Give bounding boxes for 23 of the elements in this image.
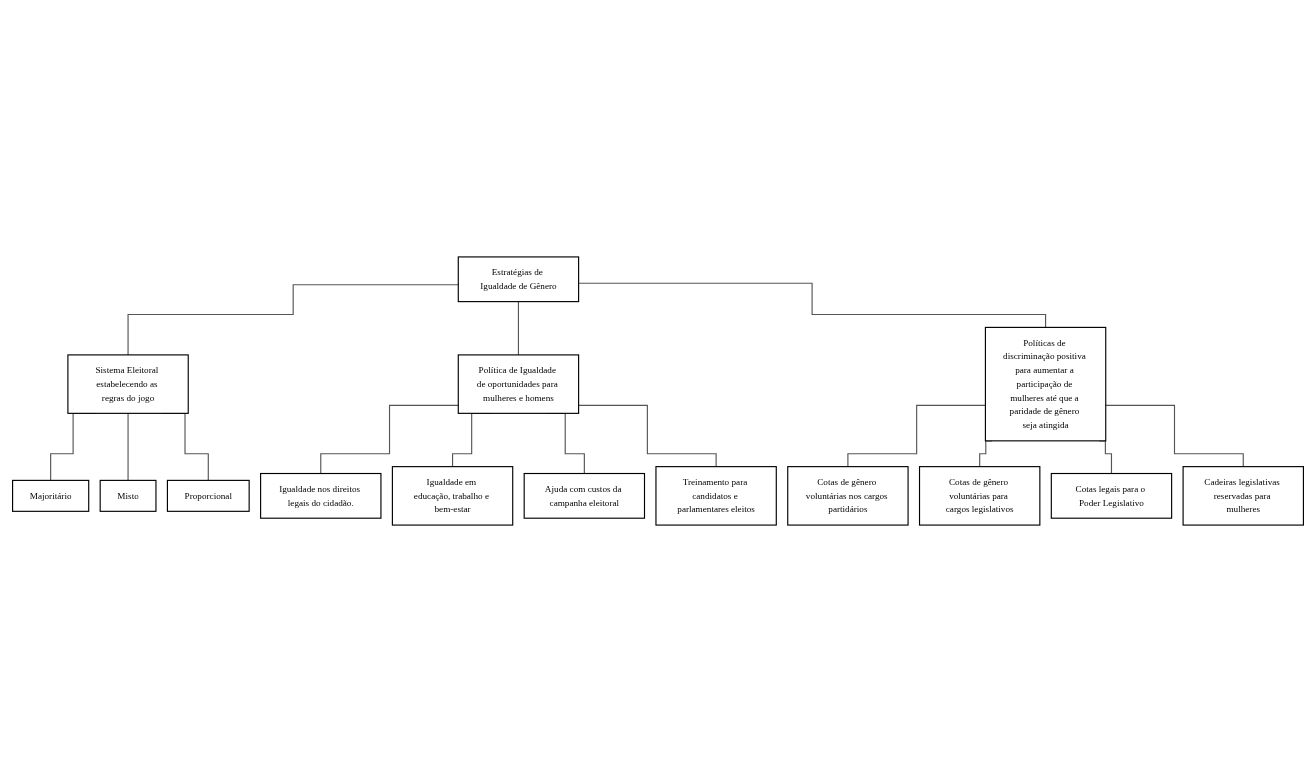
node-box: Política de Igualdade de oportunidades para mulheres e homens [457, 354, 580, 414]
node-box: Estratégias de Igualdade de Gênero [457, 256, 580, 303]
connector [127, 412, 129, 481]
node-box: Treinamento para candidatos e parlamentares eleitos [655, 466, 777, 526]
connector [578, 404, 717, 468]
node-box: Misto [99, 479, 157, 512]
node-box: Cotas de gênero voluntárias para cargos legislativos [918, 466, 1041, 526]
node-box: Igualdade nos direitos legais do cidadão. [260, 472, 382, 519]
connector [847, 404, 986, 468]
node-box: Igualdade em educação, trabalho e bem-estar [391, 466, 514, 526]
connector [320, 404, 459, 475]
node-box: Cotas de gênero voluntárias nos cargos partidários [787, 466, 909, 526]
node-box: Majoritário [12, 479, 90, 512]
node-box: Cadeiras legislativas reservadas para mulheres [1182, 466, 1304, 526]
node-box: Ajuda com custos da campanha eleitoral [523, 472, 646, 519]
connector [1105, 404, 1244, 468]
connector [127, 284, 459, 356]
node-box: Políticas de discriminação positiva para aumentar a participação de mulheres até que a paridade de gênero seja atingida [984, 326, 1107, 442]
node-box: Proporcional [166, 479, 250, 512]
connector [517, 301, 520, 356]
node-box: Cotas legais para o Poder Legislativo [1050, 472, 1173, 519]
node-box: Sistema Eleitoral estabelecendo as regras do jogo [67, 354, 189, 414]
connector [578, 282, 1047, 328]
